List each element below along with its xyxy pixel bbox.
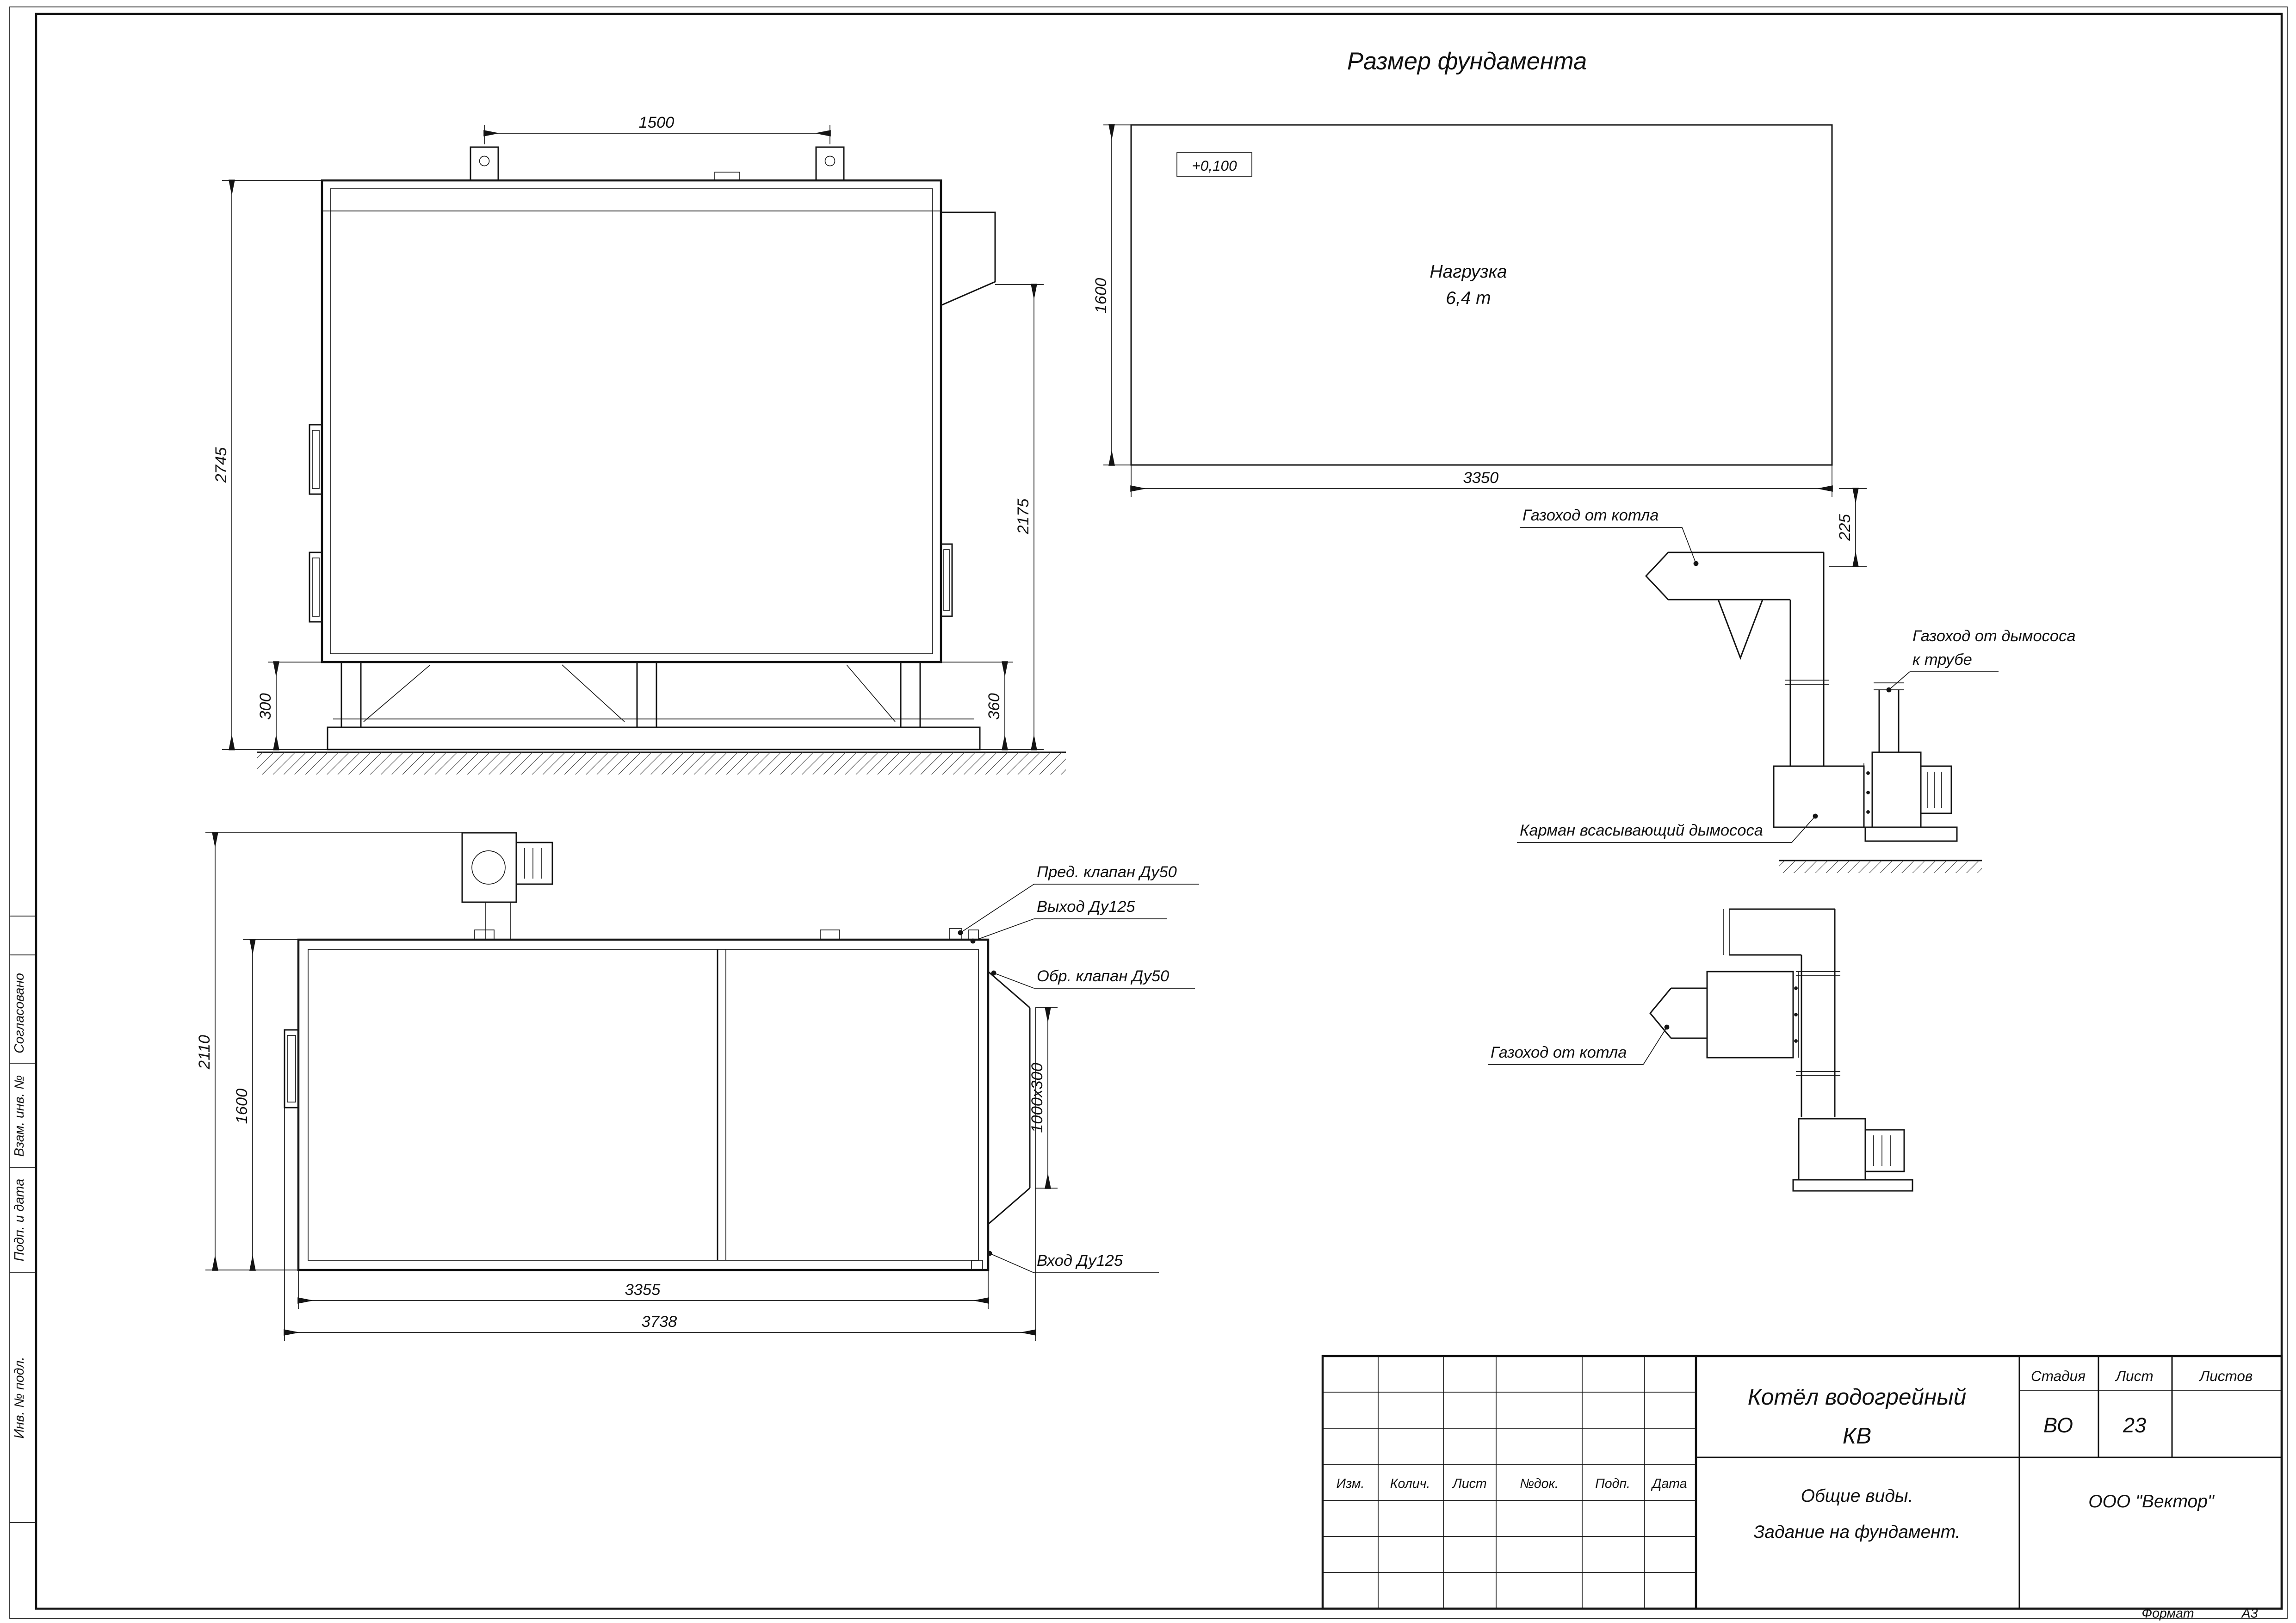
boiler-side-view [257, 146, 1066, 775]
label-inlet: Вход Ду125 [1037, 1252, 1123, 1270]
smoke-exhauster-fan [1871, 751, 1922, 828]
stage-value: ВО [2043, 1413, 2073, 1437]
strip-label-sign-date: Подп. и дата [12, 1179, 27, 1261]
right-fitting [940, 543, 953, 617]
doc-subtitle-line2: Задание на фундамент. [1753, 1522, 1960, 1542]
dim-300: 300 [257, 693, 274, 720]
dim-3350: 3350 [1463, 469, 1499, 487]
gas-duct-upper [1645, 551, 1982, 873]
stage-label: Стадия [2031, 1368, 2086, 1384]
sheet-value: 23 [2123, 1413, 2146, 1437]
dim-1600-foundation: 1600 [1092, 278, 1110, 314]
dim-1000x300: 1000x300 [1028, 1063, 1046, 1133]
elevation-mark: +0,100 [1192, 157, 1237, 174]
label-duct-to-pipe-2: к трубе [1912, 651, 1972, 669]
plan-exhauster-motor [515, 842, 553, 885]
left-attribute-strip: Согласовано Взам. инв. № Подп. и дата Ин… [10, 916, 37, 1523]
dim-2110: 2110 [196, 1035, 213, 1070]
foundation-outline [1130, 124, 1833, 466]
load-label-line2: 6,4 т [1446, 288, 1491, 308]
gas-duct-upper-labels: Газоход от котла Газоход от дымососа к т… [1517, 507, 2076, 843]
sheet-label: Лист [2115, 1368, 2153, 1384]
plan-view-dimensions [205, 832, 1058, 1341]
title-block: Изм. Колич. Лист №док. Подп. Дата Котёл … [1321, 1355, 2283, 1610]
lifting-lug-left [470, 146, 499, 181]
boiler-body-outline [321, 179, 942, 663]
dim-3355: 3355 [625, 1281, 661, 1299]
rev-header-ndok: №док. [1520, 1476, 1559, 1491]
smoke-exhauster-fan-lower [1798, 1118, 1866, 1181]
elevation-mark-box [1176, 152, 1252, 177]
left-door-upper [309, 424, 323, 495]
rev-header-list: Лист [1452, 1476, 1486, 1491]
page-title: Размер фундамента [1347, 48, 1587, 75]
dim-1600-plan: 1600 [233, 1089, 251, 1124]
company-name: ООО "Вектор" [2088, 1492, 2215, 1511]
sheets-label: Листов [2199, 1368, 2253, 1384]
doc-name-line2: КВ [1843, 1423, 1871, 1449]
gas-duct-lower [1649, 908, 1913, 1192]
foundation-dimensions [1103, 124, 1867, 567]
fan-motor-lower [1864, 1129, 1905, 1172]
dim-225: 225 [1836, 514, 1854, 541]
rev-header-podp: Подп. [1595, 1476, 1630, 1491]
label-safety-valve: Пред. клапан Ду50 [1037, 863, 1177, 881]
strip-label-approved: Согласовано [12, 973, 27, 1053]
rev-header-izm: Изм. [1337, 1476, 1365, 1491]
rev-header-data: Дата [1651, 1476, 1687, 1491]
plan-outline [297, 938, 990, 1271]
cyclone-hopper [1717, 599, 1764, 660]
label-duct-from-boiler-upper: Газоход от котла [1522, 507, 1659, 524]
strip-label-replacement-inv: Взам. инв. № [12, 1075, 27, 1157]
fan-motor [1920, 765, 1952, 814]
foundation-plan: +0,100 Нагрузка 6,4 т [1130, 124, 1833, 466]
dim-1500: 1500 [639, 114, 675, 131]
label-check-valve: Обр. клапан Ду50 [1037, 967, 1169, 985]
strip-label-inv-original: Инв. № подл. [12, 1357, 27, 1439]
doc-name-line1: Котёл водогрейный [1748, 1384, 1966, 1410]
plan-left-door [284, 1029, 299, 1109]
side-view-dimensions [222, 125, 1044, 750]
format-note: Формат А3 [2141, 1606, 2258, 1621]
flue-outlet [941, 211, 996, 306]
plan-exhauster [461, 832, 517, 903]
label-suction-pocket: Карман всасывающий дымососа [1520, 822, 1763, 839]
dim-2745: 2745 [212, 447, 230, 483]
gas-duct-lower-labels: Газоход от котла [1488, 1024, 1670, 1065]
doc-subtitle-line1: Общие виды. [1801, 1486, 1913, 1506]
left-door-lower [309, 551, 323, 623]
rev-header-kolich: Колич. [1390, 1476, 1430, 1491]
format-label: Формат [2141, 1606, 2194, 1621]
plan-view-labels: Пред. клапан Ду50 Выход Ду125 Обр. клапа… [958, 863, 1200, 1273]
lifting-lug-right [815, 146, 845, 181]
load-label-line1: Нагрузка [1430, 262, 1507, 282]
sheet-frame [9, 6, 2288, 1619]
label-outlet: Выход Ду125 [1037, 898, 1135, 916]
dim-2175: 2175 [1015, 498, 1032, 535]
label-duct-from-boiler-lower: Газоход от котла [1491, 1044, 1627, 1061]
boiler-plan-view [284, 832, 1036, 1271]
dim-360: 360 [985, 693, 1003, 720]
base-skid [327, 726, 981, 750]
pocket-lower [1706, 971, 1794, 1059]
suction-pocket [1773, 765, 1865, 828]
dim-3738: 3738 [642, 1313, 677, 1331]
label-duct-to-pipe-1: Газоход от дымососа [1912, 627, 2076, 645]
format-value: А3 [2241, 1606, 2258, 1621]
